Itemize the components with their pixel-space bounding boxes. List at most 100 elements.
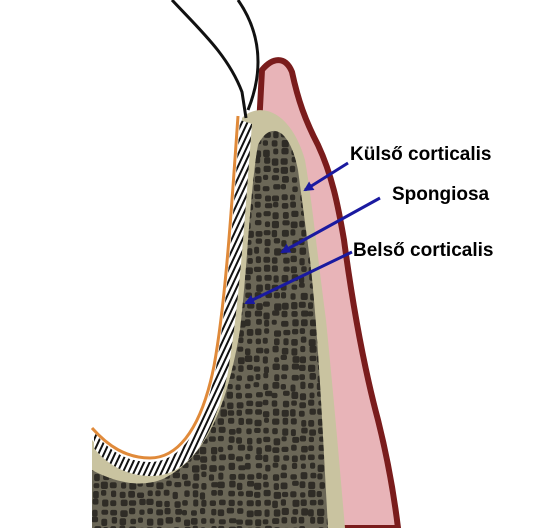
trabecula-dot	[247, 338, 253, 344]
trabecula-dot	[119, 518, 127, 526]
trabecula-dot	[292, 499, 300, 507]
trabecula-dot	[200, 291, 206, 299]
trabecula-dot	[199, 447, 207, 455]
trabecula-dot	[139, 238, 146, 244]
trabecula-dot	[254, 176, 262, 183]
trabecula-dot	[128, 276, 135, 282]
trabecula-dot	[93, 483, 100, 489]
trabecula-dot	[271, 140, 278, 147]
trabecula-dot	[217, 481, 225, 489]
trabecula-dot	[317, 516, 324, 524]
trabecula-dot	[192, 293, 199, 301]
trabecula-dot	[292, 480, 299, 486]
trabecula-dot	[147, 437, 154, 445]
trabecula-dot	[264, 499, 271, 506]
trabecula-dot	[174, 114, 180, 120]
trabecula-dot	[110, 500, 117, 507]
trabecula-dot	[219, 104, 226, 110]
trabecula-dot	[192, 238, 198, 245]
trabecula-dot	[129, 427, 137, 434]
trabecula-dot	[193, 364, 199, 371]
trabecula-dot	[208, 159, 216, 166]
trabecula-dot	[262, 356, 268, 364]
trabecula-dot	[191, 131, 199, 139]
trabecula-dot	[156, 186, 164, 194]
trabecula-dot	[146, 167, 152, 173]
trabecula-dot	[156, 381, 163, 388]
trabecula-dot	[218, 519, 226, 525]
trabecula-dot	[138, 212, 145, 219]
trabecula-dot	[235, 392, 242, 399]
trabecula-dot	[164, 239, 172, 245]
trabecula-dot	[137, 336, 145, 344]
trabecula-dot	[156, 339, 162, 346]
trabecula-dot	[128, 500, 137, 506]
trabecula-dot	[120, 510, 128, 517]
trabecula-dot	[219, 167, 226, 175]
trabecula-dot	[298, 410, 305, 417]
trabecula-dot	[156, 255, 161, 263]
trabecula-dot	[139, 292, 146, 300]
trabecula-dot	[129, 167, 135, 174]
trabecula-dot	[256, 318, 262, 325]
trabecula-dot	[273, 438, 281, 446]
trabecula-dot	[192, 525, 198, 528]
trabecula-dot	[191, 220, 198, 228]
trabecula-dot	[246, 329, 254, 336]
trabecula-dot	[244, 462, 251, 470]
trabecula-dot	[182, 237, 190, 245]
trabecula-dot	[94, 381, 100, 389]
trabecula-dot	[226, 131, 233, 139]
trabecula-dot	[163, 283, 170, 289]
trabecula-dot	[238, 465, 246, 471]
trabecula-dot	[281, 140, 289, 148]
trabecula-dot	[181, 222, 189, 230]
trabecula-dot	[236, 437, 242, 444]
trabecula-dot	[218, 184, 225, 192]
trabecula-dot	[146, 210, 154, 218]
trabecula-dot	[262, 474, 268, 480]
trabecula-dot	[273, 148, 279, 155]
trabecula-dot	[236, 482, 243, 491]
trabecula-dot	[138, 194, 146, 202]
trabecula-dot	[253, 382, 260, 388]
trabecula-dot	[291, 400, 297, 406]
trabecula-dot	[244, 274, 251, 281]
trabecula-dot	[155, 237, 162, 245]
trabecula-dot	[164, 302, 171, 309]
trabecula-dot	[147, 292, 155, 298]
trabecula-dot	[83, 393, 88, 399]
trabecula-dot	[298, 301, 306, 308]
trabecula-dot	[139, 498, 146, 506]
trabecula-dot	[271, 265, 278, 272]
trabecula-dot	[281, 229, 289, 237]
trabecula-dot	[129, 123, 136, 130]
trabecula-dot	[84, 482, 90, 489]
trabecula-dot	[172, 327, 180, 335]
trabecula-dot	[245, 348, 251, 356]
trabecula-dot	[139, 509, 145, 515]
trabecula-dot	[255, 500, 261, 507]
trabecula-dot	[156, 121, 162, 127]
trabecula-dot	[182, 202, 188, 208]
trabecula-dot	[191, 122, 197, 128]
trabecula-dot	[308, 509, 314, 517]
trabecula-dot	[245, 408, 253, 415]
trabecula-dot	[218, 465, 225, 471]
trabecula-dot	[164, 113, 170, 119]
trabecula-dot	[317, 112, 324, 118]
trabecula-dot	[109, 156, 118, 162]
trabecula-dot	[193, 167, 201, 174]
trabecula-dot	[300, 292, 308, 300]
trabecula-dot	[256, 392, 263, 398]
trabecula-dot	[146, 417, 153, 425]
trabecula-dot	[191, 159, 198, 167]
trabecula-dot	[199, 168, 207, 174]
trabecula-dot	[300, 472, 308, 480]
trabecula-dot	[292, 328, 299, 335]
tooth-root-line-1	[170, 0, 248, 119]
trabecula-dot	[145, 275, 153, 283]
trabecula-dot	[121, 408, 128, 416]
trabecula-dot	[201, 471, 207, 478]
trabecula-dot	[199, 212, 207, 219]
